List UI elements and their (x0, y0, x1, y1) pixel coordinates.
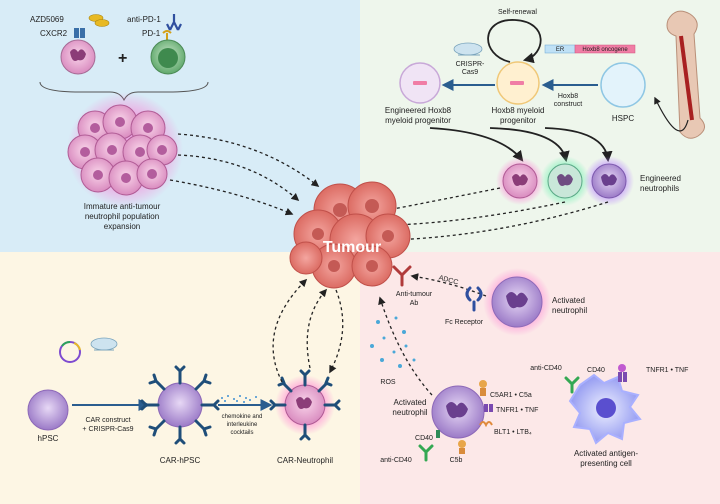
car-construct-line1: CAR construct (85, 417, 130, 424)
activated-neut-to-tumour-arrow (378, 296, 433, 396)
apc-tnfr1-label: TNFR1 • TNF (646, 367, 688, 374)
quadrant-top-left (0, 0, 360, 252)
cocktail-dots-icon (221, 395, 257, 403)
progenitor-to-neutrophils-arrows (429, 127, 613, 163)
engineered-neutrophil-green (540, 156, 590, 206)
apc-label-line1: Activated antigen- (574, 449, 638, 458)
crispr-line1: CRISPR- (456, 61, 485, 68)
engineered-dna-mark (413, 81, 427, 85)
crispr-cas9-icon (453, 42, 483, 56)
engineered-neutrophil-violet (584, 156, 634, 206)
hspc-cell (600, 62, 646, 108)
hoxb8-oncogene-label: Hoxb8 oncogene (582, 47, 628, 53)
cxcr2-receptor-icon (74, 28, 85, 38)
fc-receptor-icon (465, 286, 483, 312)
hoxb8-prog-label-line2: progenitor (500, 116, 536, 125)
activated-neut-top-line1: Activated (552, 296, 585, 305)
er-label: ER (556, 47, 565, 53)
crispr-cas9-icon-bl (90, 337, 118, 351)
cluster-label-line1: Immature anti-tumour (84, 202, 161, 211)
plus-sign: + (118, 50, 127, 67)
car-hpsc-cell (140, 365, 220, 445)
hspc-label: HSPC (612, 114, 634, 123)
activated-neutrophil-top (483, 268, 551, 336)
anti-cd40-antibody-icon (418, 444, 434, 462)
self-renewal-label: Self-renewal (498, 9, 537, 16)
cluster-label-line3: expansion (104, 222, 140, 231)
cocktail-line2: interleukine (227, 422, 258, 428)
cocktail-line1: chemokine and (222, 414, 263, 420)
anti-pd1-antibody-icon (166, 14, 182, 31)
c5ar1-label: C5AR1 • C5a (490, 392, 532, 399)
antigen-presenting-cell (568, 373, 642, 445)
bone-to-hspc-arrow (654, 96, 689, 132)
c5ar1-receptor-icon (479, 380, 487, 396)
receptor1-label: CXCR2 (40, 29, 68, 38)
car-neutrophil-cell (269, 369, 341, 441)
hoxb8-prog-label-line1: Hoxb8 myeloid (492, 106, 545, 115)
tnfr1-tnf-label: TNFR1 • TNF (496, 407, 538, 414)
c5b-complement-icon (458, 440, 466, 454)
immature-neutrophil-cluster (67, 92, 183, 208)
tumour-label: Tumour (323, 239, 381, 256)
ros-label: ROS (380, 379, 396, 386)
anti-tumour-antibody-icon (392, 265, 412, 287)
apc-tnfr1-receptor-icon (618, 364, 627, 382)
tumour-mass (289, 181, 411, 289)
blt1-receptor-icon (479, 421, 493, 428)
anti-cd40-label: anti-CD40 (380, 457, 412, 464)
cluster-to-tumour-arrows (169, 133, 320, 216)
hoxb8-construct-line2: construct (554, 101, 582, 108)
car-neutrophil-tumour-arrows (272, 278, 344, 383)
car-construct-plasmid-icon (59, 341, 81, 363)
apc-anti-cd40-label: anti-CD40 (530, 365, 562, 372)
apc-anti-cd40-antibody-icon (564, 376, 580, 394)
activated-neut-line2: neutrophil (392, 408, 427, 417)
engineered-neutrophil-pink (496, 157, 544, 205)
tnfr1-receptor-icon (484, 404, 493, 412)
activated-neutrophil-main (431, 385, 485, 439)
hpsc-cell (27, 389, 69, 431)
azd5069-drug-icon (88, 14, 110, 27)
hoxb8-construct-line1: Hoxb8 (558, 93, 578, 100)
adcc-label: ADCC (438, 275, 459, 287)
pd1-receptor-icon (162, 30, 172, 40)
t-cell-nucleus (158, 48, 178, 68)
hpsc-label: hPSC (38, 434, 59, 443)
apc-label-line2: presenting cell (580, 459, 632, 468)
car-construct-line2: + CRISPR-Cas9 (82, 426, 133, 433)
engineered-neut-label-line2: neutrophils (640, 184, 679, 193)
activated-neut-line1: Activated (394, 398, 427, 407)
engineered-neut-label-line1: Engineered (640, 174, 681, 183)
car-neutrophil-label: CAR-Neutrophil (277, 456, 333, 465)
cluster-label-line2: neutrophil population (85, 212, 159, 221)
cd40-label: CD40 (415, 435, 433, 442)
blt1-label: BLT1 • LTB₄ (494, 429, 532, 436)
fc-receptor-label: Fc Receptor (445, 319, 484, 326)
engineered-to-tumour-arrows (386, 187, 609, 244)
hoxb8-construct-icon (544, 44, 636, 54)
self-renewal-arrow (487, 19, 542, 64)
engineered-prog-label-line1: Engineered Hoxb8 (385, 106, 452, 115)
cd40-receptor-icon (436, 430, 440, 438)
ros-dots-icon (370, 316, 416, 368)
car-hpsc-label: CAR-hPSC (160, 456, 201, 465)
anti-tumour-ab-line1: Anti-tumour (396, 291, 433, 298)
nucleus-icon (70, 49, 86, 61)
anti-tumour-ab-line2: Ab (410, 300, 419, 307)
cocktail-line3: cocktails (230, 430, 253, 436)
activated-neut-top-line2: neutrophil (552, 306, 587, 315)
drug1-label: AZD5069 (30, 15, 64, 24)
drug2-label: anti-PD-1 (127, 15, 161, 24)
progenitor-dna-mark (510, 81, 524, 85)
engineered-prog-label-line2: myeloid progenitor (385, 116, 451, 125)
adcc-arrow (410, 273, 487, 297)
crispr-line2: Cas9 (462, 69, 478, 76)
c5b-label: C5b (450, 457, 463, 464)
receptor2-label: PD-1 (142, 29, 161, 38)
bone-icon (666, 10, 705, 139)
apc-cd40-label: CD40 (587, 367, 605, 374)
